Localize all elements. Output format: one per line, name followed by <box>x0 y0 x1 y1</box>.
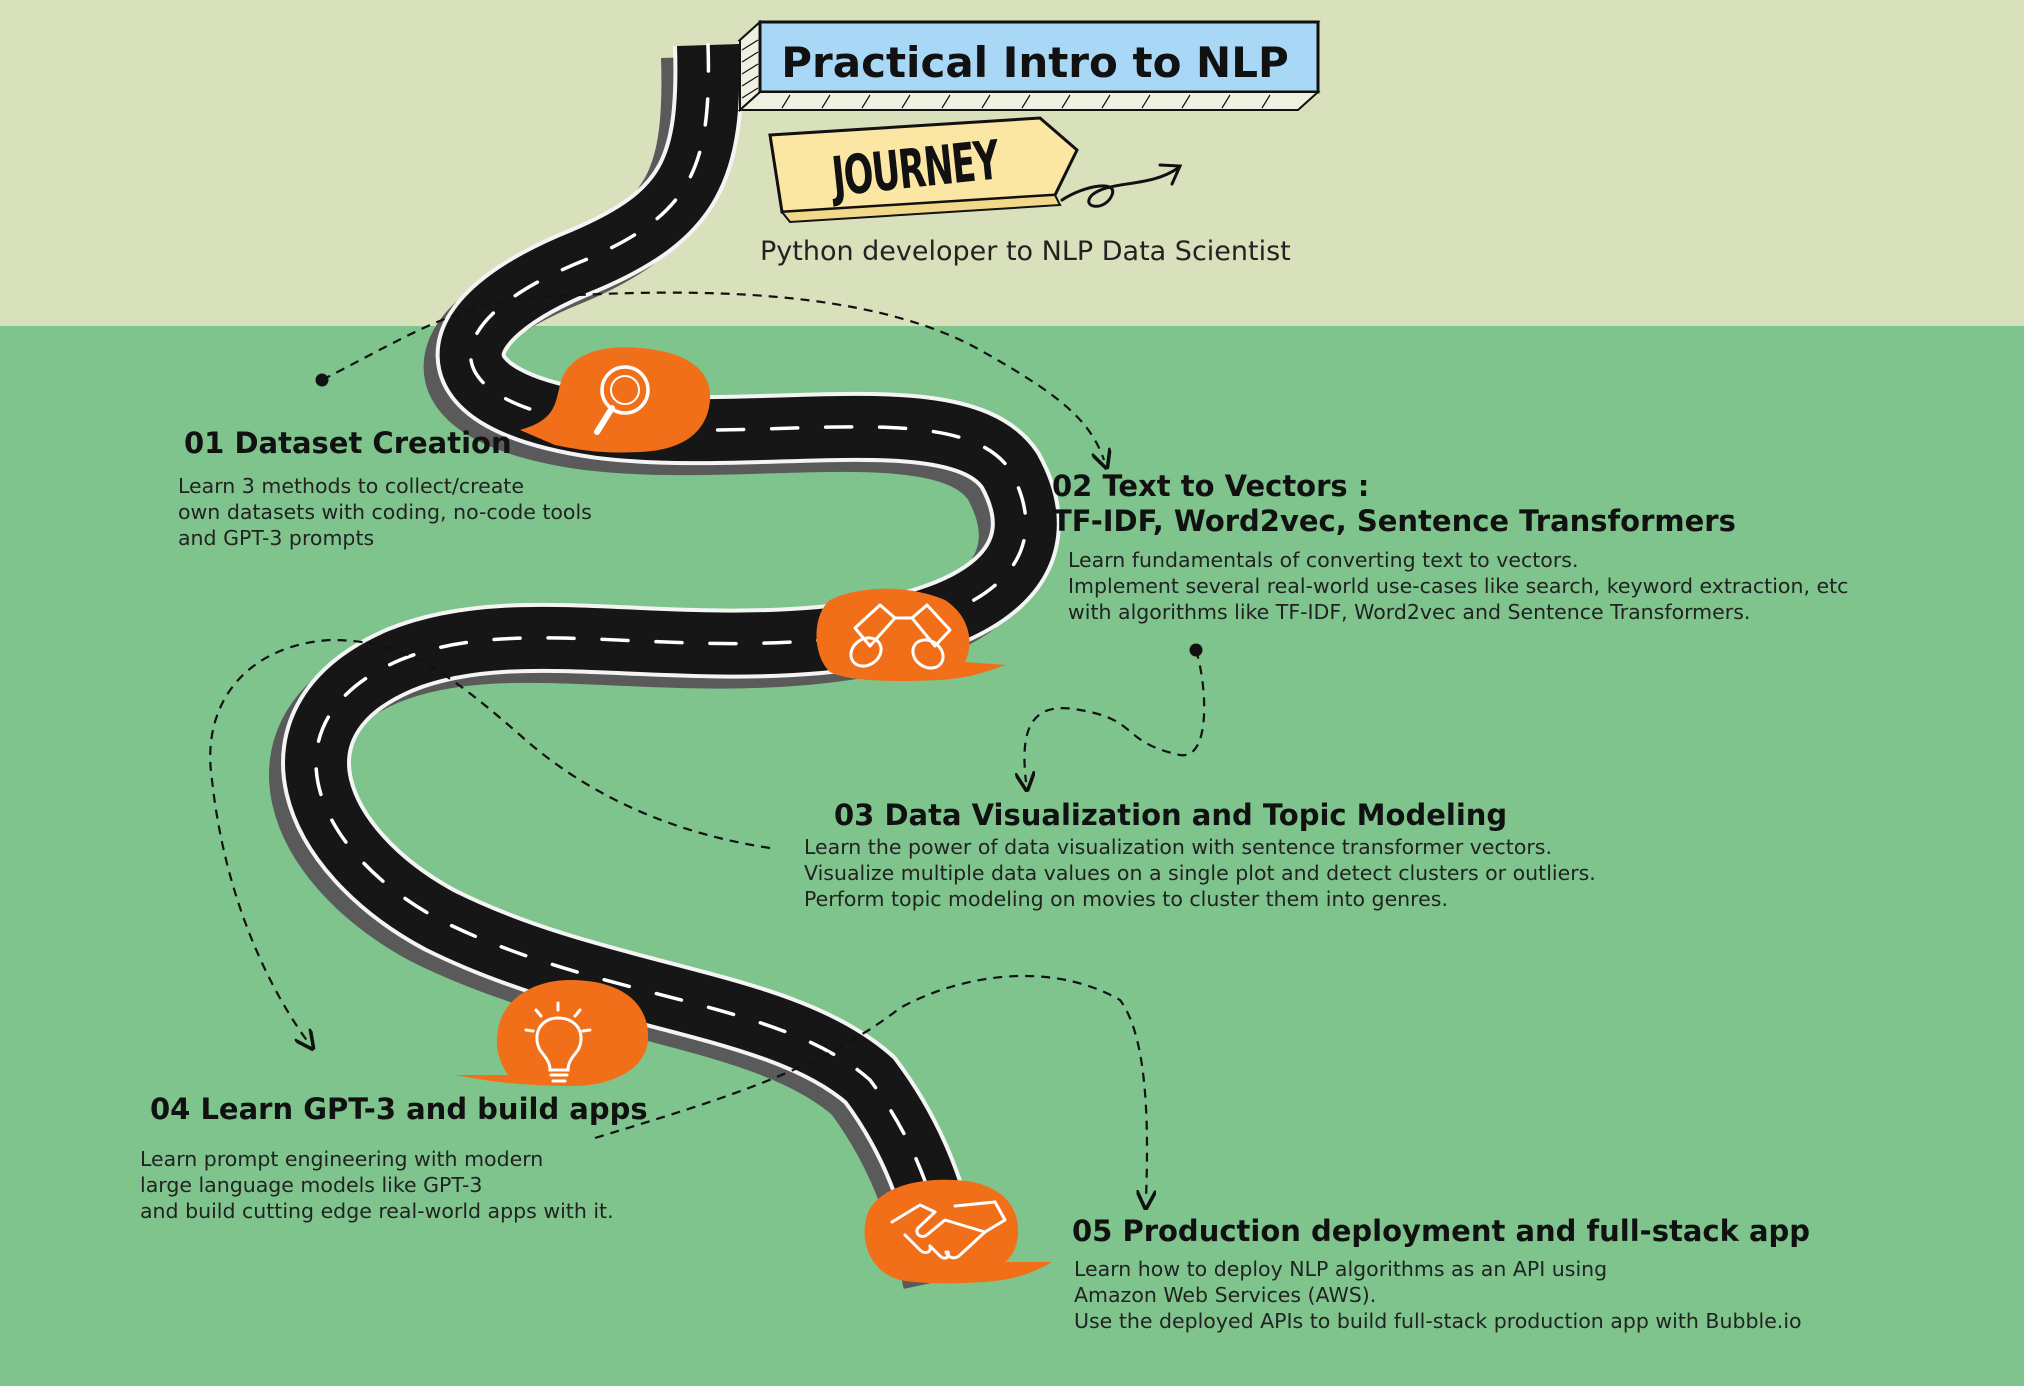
connector-dot <box>1189 643 1203 657</box>
binoculars-icon <box>849 603 952 670</box>
step-2-subtitle: TF-IDF, Word2vec, Sentence Transformers <box>1052 504 1736 538</box>
step-4-title: 04 Learn GPT-3 and build apps <box>150 1092 648 1126</box>
step-4-description: Learn prompt engineering with modern lar… <box>140 1147 614 1223</box>
page-title: Practical Intro to NLP <box>781 37 1289 87</box>
milestone-marker-deployment <box>864 1179 1052 1284</box>
step-2-description: Learn fundamentals of converting text to… <box>1068 548 1849 624</box>
swirl-arrow-icon <box>1060 163 1183 208</box>
step-1-title: 01 Dataset Creation <box>184 426 512 460</box>
page-subtitle: Python developer to NLP Data Scientist <box>760 236 1291 267</box>
magnifier-icon <box>594 365 650 435</box>
step-5-title: 05 Production deployment and full-stack … <box>1072 1214 1811 1248</box>
step-2-title: 02 Text to Vectors : <box>1052 469 1370 503</box>
lightbulb-icon <box>524 1001 592 1083</box>
handshake-icon <box>890 1200 1007 1260</box>
dashed-connectors <box>209 291 1206 1200</box>
milestone-marker-dataset <box>520 347 711 453</box>
journey-sign <box>768 116 1079 224</box>
step-5-description: Learn how to deploy NLP algorithms as an… <box>1074 1257 1802 1333</box>
step-3-title: 03 Data Visualization and Topic Modeling <box>834 798 1508 832</box>
title-banner <box>737 19 1321 113</box>
step-1-description: Learn 3 methods to collect/create own da… <box>178 474 592 550</box>
step-3-description: Learn the power of data visualization wi… <box>804 835 1596 911</box>
connector-dot <box>315 373 329 387</box>
milestone-marker-vectors <box>816 588 1006 682</box>
milestone-marker-gpt3 <box>455 980 649 1086</box>
